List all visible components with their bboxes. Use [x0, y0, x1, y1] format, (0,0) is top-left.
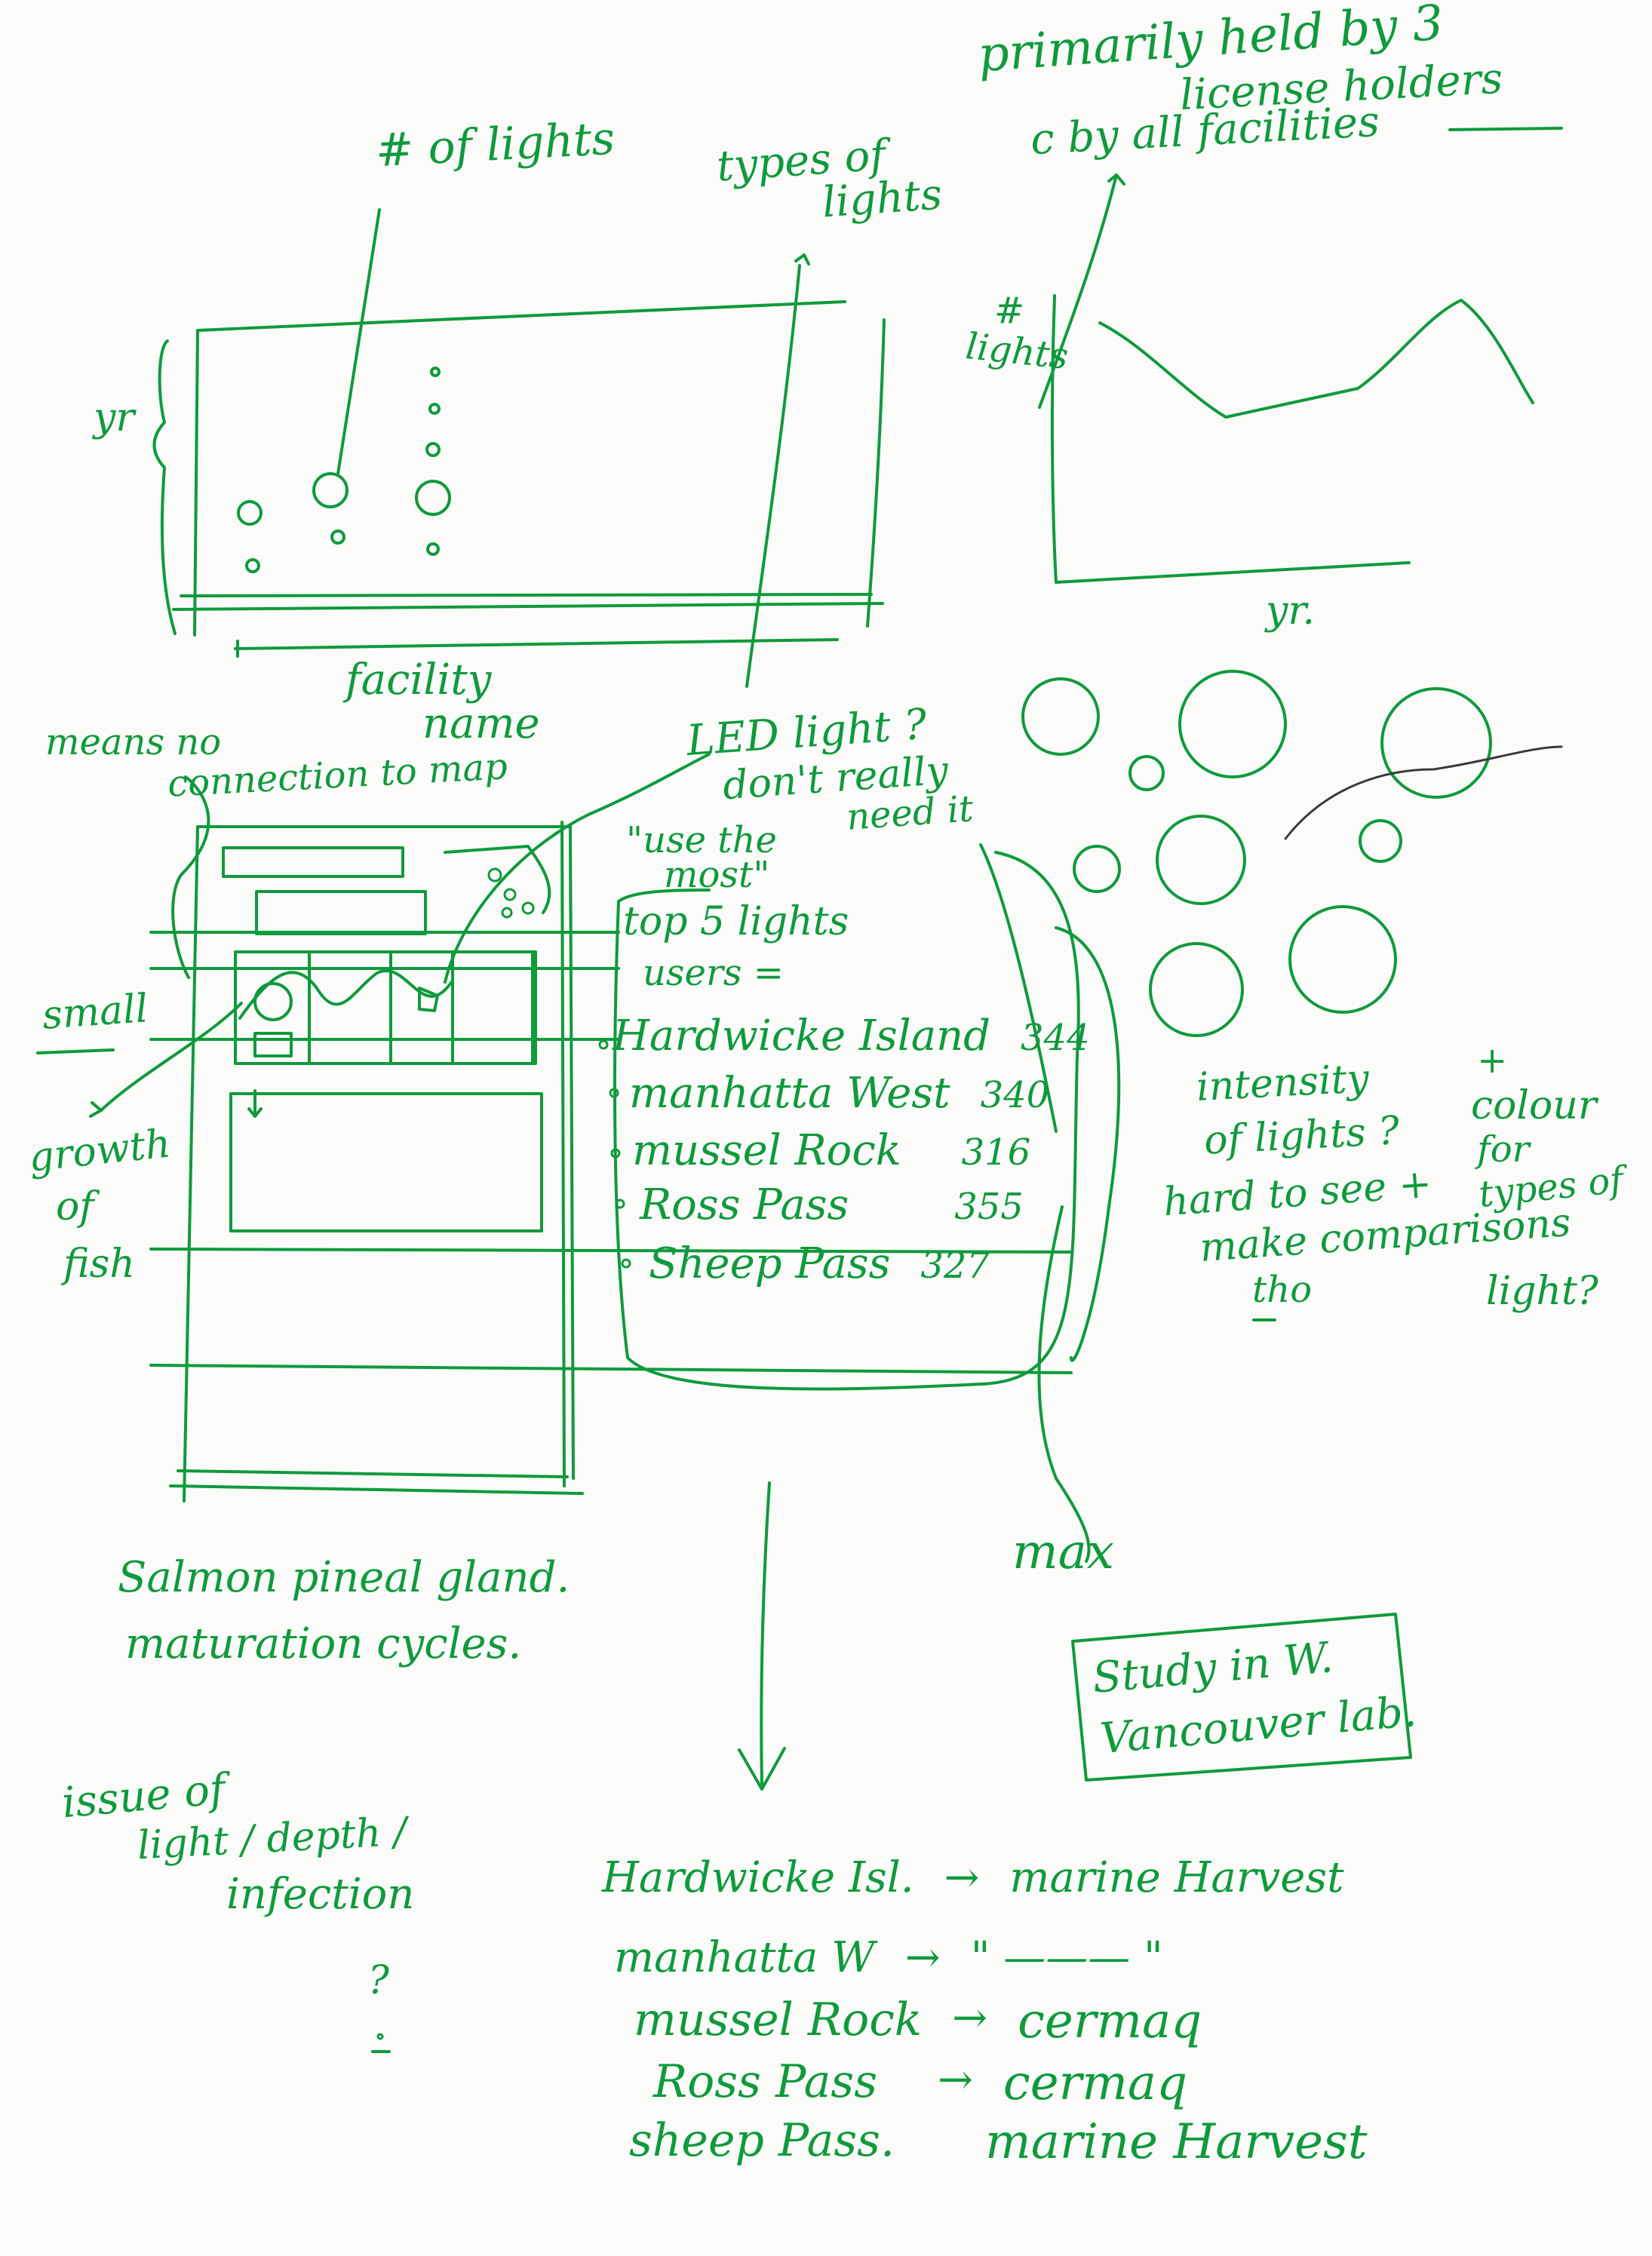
- top-user-site: Hardwicke Island: [613, 1011, 990, 1060]
- ownership-row: sheep Pass. marine Harvest: [629, 2118, 1368, 2166]
- growth-note-line2: of: [56, 1184, 94, 1229]
- ownership-row: Ross Pass → cermaq: [653, 2055, 1188, 2111]
- license-underline: [1448, 127, 1563, 131]
- line-chart-x-axis-label: yr.: [1266, 588, 1316, 634]
- map-note-line1: means no: [45, 721, 222, 763]
- ownership-owner: marine Harvest: [985, 2114, 1368, 2170]
- ownership-site: Hardwicke Isl.: [602, 1853, 914, 1902]
- intensity-note-line5: tho: [1252, 1269, 1313, 1311]
- colour-note-line2: colour: [1471, 1083, 1597, 1128]
- light-types-label-line2: lights: [820, 170, 944, 228]
- study-box: [1071, 1613, 1412, 1782]
- ownership-row: manhatta W → " ——— ": [614, 1937, 1163, 1979]
- issue-note-line3: infection: [226, 1870, 415, 1919]
- top-user-row: Ross Pass 355: [640, 1184, 1024, 1226]
- ownership-row: mussel Rock → cermaq: [634, 1997, 1202, 2046]
- salmon-note-line2: maturation cycles.: [125, 1619, 522, 1668]
- top-user-site: mussel Rock: [632, 1126, 901, 1175]
- ellipsis-dot: [376, 2033, 384, 2040]
- top-users-heading-line2: users =: [643, 952, 785, 994]
- use-most-line2: most": [664, 854, 770, 896]
- question-mark: ?: [368, 1958, 389, 2003]
- intensity-note-line2: of lights ?: [1202, 1108, 1401, 1164]
- line-chart-sketch: [1038, 173, 1534, 584]
- ownership-owner: " ——— ": [970, 1933, 1163, 1982]
- timeline-bubbles: [237, 367, 451, 573]
- top-user-count: 355: [954, 1186, 1024, 1228]
- max-label: max: [1012, 1524, 1114, 1580]
- colour-note-line3: for: [1477, 1128, 1530, 1171]
- top-users-enclosure: [613, 843, 1121, 1563]
- line-chart-y-axis-label-line2: lights: [963, 325, 1070, 378]
- colour-note-line5: light?: [1486, 1269, 1598, 1314]
- arrow-icon: →: [937, 2055, 973, 2104]
- top-user-row: Sheep Pass 327: [649, 1243, 990, 1285]
- top-users-heading-line1: top 5 lights: [623, 899, 849, 944]
- ownership-site: sheep Pass.: [629, 2114, 895, 2167]
- top-user-count: 316: [961, 1131, 1031, 1174]
- ownership-site: Ross Pass: [653, 2055, 877, 2108]
- small-underline: [36, 1048, 115, 1054]
- line-chart-y-axis-label-line1: #: [994, 290, 1025, 332]
- growth-note-line3: fish: [63, 1242, 135, 1287]
- top-user-row: mussel Rock 316: [632, 1130, 1030, 1172]
- salmon-note-line1: Salmon pineal gland.: [118, 1553, 570, 1602]
- intensity-note-line1: intensity: [1195, 1056, 1371, 1110]
- top-user-site: manhatta West: [629, 1069, 950, 1118]
- use-most-line1: "use the: [626, 819, 777, 861]
- top-user-count: 327: [920, 1245, 990, 1287]
- arrow-icon: →: [944, 1853, 980, 1902]
- lights-count-pointer: [336, 208, 381, 475]
- ownership-site: mussel Rock: [634, 1994, 923, 2046]
- light-types-pointer: [745, 264, 801, 688]
- timeline-x-axis-label-line2: name: [422, 699, 540, 748]
- ownership-row: Hardwicke Isl. → marine Harvest: [602, 1857, 1344, 1899]
- top-user-count: 340: [980, 1074, 1050, 1116]
- top-user-row: manhatta West 340: [629, 1073, 1049, 1115]
- light-types-arrowhead: [794, 253, 810, 266]
- lights-count-label: # of lights: [374, 112, 616, 178]
- top-users-bullets: [598, 1039, 631, 1269]
- top-user-site: Sheep Pass: [649, 1239, 891, 1288]
- ownership-owner: cermaq: [1018, 1994, 1202, 2049]
- ownership-owner: cermaq: [1003, 2055, 1188, 2111]
- colour-note-line1: +: [1477, 1039, 1508, 1082]
- top-user-count: 344: [1021, 1017, 1090, 1059]
- layout-wireframe: [89, 753, 1073, 1502]
- timeline-y-axis-label: yr: [94, 395, 135, 440]
- down-arrow: [738, 1481, 786, 1791]
- timeline-sketch-frame: [152, 300, 886, 658]
- ownership-site: manhatta W: [614, 1933, 875, 1982]
- bubble-cluster-sketch: [1021, 670, 1563, 1037]
- top-user-site: Ross Pass: [640, 1180, 849, 1229]
- top-user-row: Hardwicke Island 344: [613, 1015, 1090, 1057]
- led-note-line3: need it: [845, 787, 975, 839]
- arrow-icon: →: [904, 1933, 941, 1982]
- small-label: small: [41, 986, 150, 1039]
- arrow-icon: →: [952, 1994, 988, 2043]
- ownership-owner: marine Harvest: [1009, 1853, 1344, 1902]
- timeline-x-axis-label-line1: facility: [345, 655, 492, 704]
